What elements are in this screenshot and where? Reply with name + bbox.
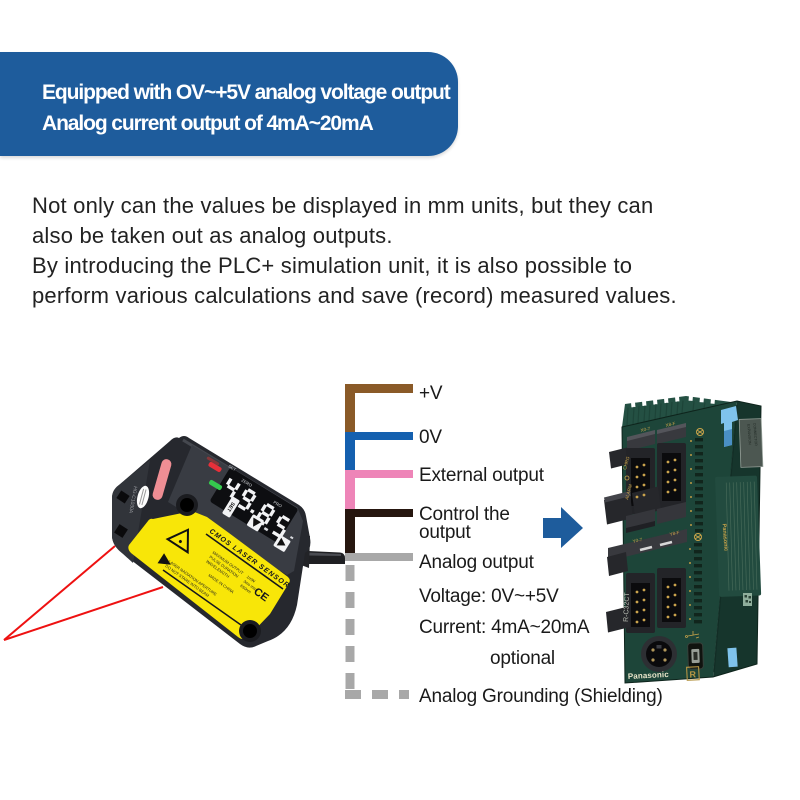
svg-text:Current: 4mA~20mA: Current: 4mA~20mA: [419, 617, 590, 638]
svg-text:output: output: [419, 522, 472, 543]
svg-text:SET: SET: [227, 464, 237, 473]
svg-text:Panasonic: Panasonic: [721, 523, 729, 551]
svg-text:R-C32CT: R-C32CT: [623, 592, 631, 623]
svg-text:Analog output: Analog output: [419, 552, 535, 573]
svg-text:R: R: [689, 669, 697, 679]
svg-text:Control the: Control the: [419, 504, 510, 525]
svg-text:CHRG: CHRG: [622, 455, 630, 470]
svg-text:ALARM: ALARM: [624, 484, 633, 501]
svg-text:X8-F: X8-F: [665, 421, 676, 428]
svg-text:0V: 0V: [419, 427, 442, 448]
svg-text:HG-C1030A: HG-C1030A: [127, 486, 138, 515]
svg-text:PRO: PRO: [272, 500, 283, 509]
svg-text:Analog Grounding (Shielding): Analog Grounding (Shielding): [419, 686, 663, 707]
svg-text:1mW: 1mW: [246, 574, 257, 584]
svg-text:EXPANSION: EXPANSION: [746, 424, 751, 445]
svg-text:SET: SET: [225, 501, 236, 513]
svg-text:Panasonic: Panasonic: [628, 670, 670, 681]
svg-text:CONNECTOR: CONNECTOR: [752, 423, 758, 447]
svg-text:650nm: 650nm: [239, 583, 252, 595]
svg-text:Y8-F: Y8-F: [669, 530, 680, 537]
svg-text:ZERO: ZERO: [240, 478, 253, 489]
svg-text:+V: +V: [419, 383, 443, 404]
svg-text:Voltage: 0V~+5V: Voltage: 0V~+5V: [419, 586, 559, 607]
svg-text:X0-7: X0-7: [640, 426, 651, 433]
svg-text:External output: External output: [419, 465, 545, 486]
svg-text:Y0-7: Y0-7: [632, 537, 643, 544]
svg-text:optional: optional: [490, 648, 555, 669]
